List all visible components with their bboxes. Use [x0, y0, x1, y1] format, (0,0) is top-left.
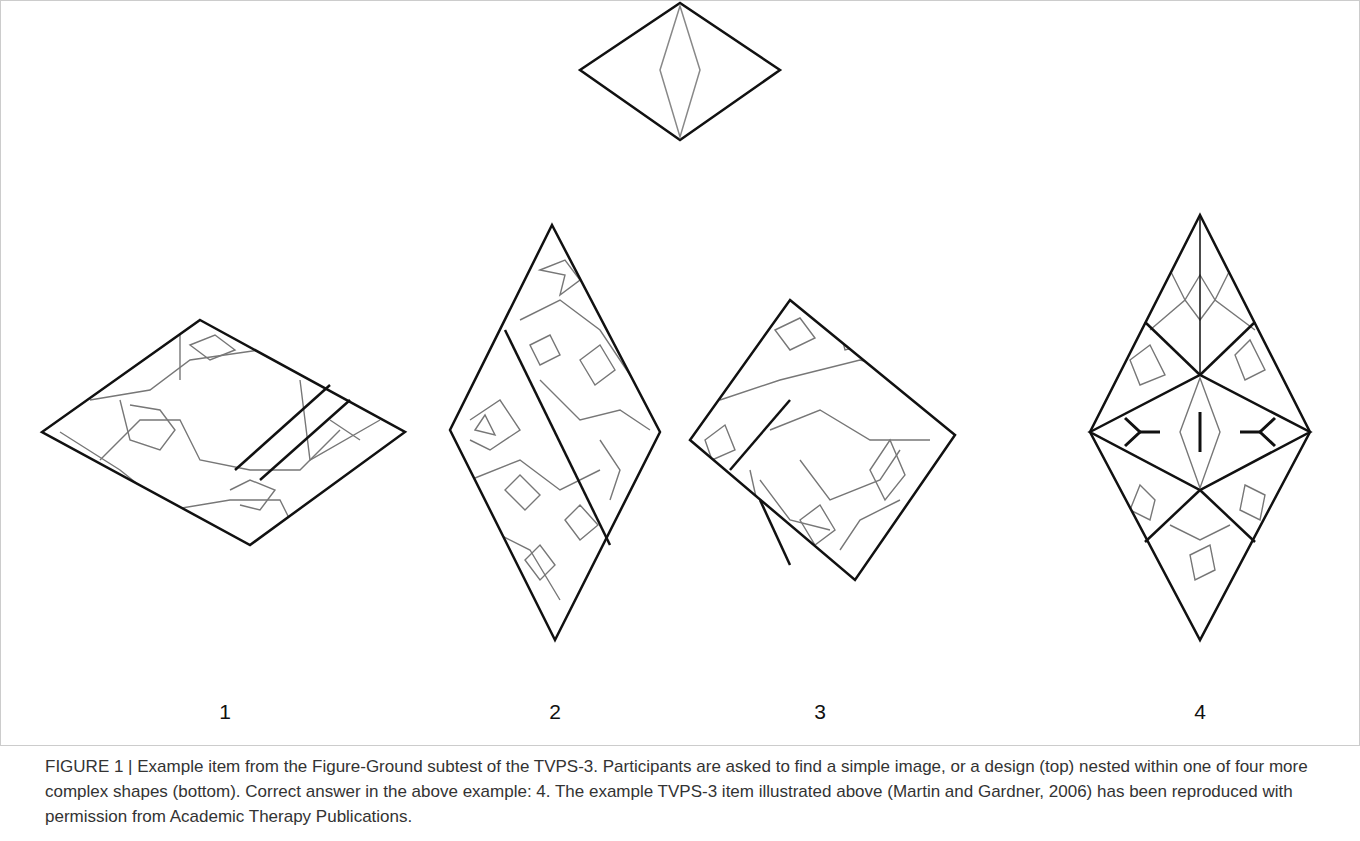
option-number: 4 [1194, 700, 1206, 724]
option-number: 2 [549, 700, 561, 724]
figure-caption: FIGURE 1 | Example item from the Figure-… [45, 754, 1330, 829]
option-number: 1 [219, 700, 231, 724]
option-number: 3 [814, 700, 826, 724]
